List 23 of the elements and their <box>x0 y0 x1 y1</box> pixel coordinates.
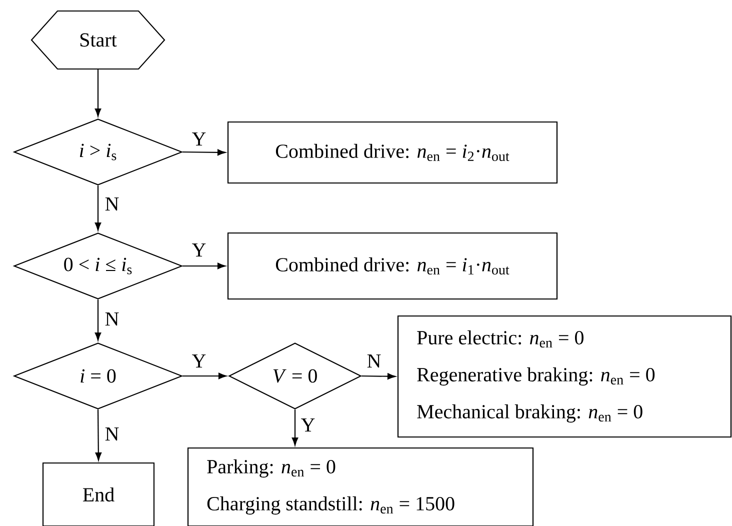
edge-label: Y <box>192 243 206 257</box>
edge-label: N <box>105 312 119 326</box>
arrow <box>94 186 102 231</box>
process-box: Parking: n$_{en}$ = 0 Charging standstill: n$_{en}$ = 1500 <box>187 447 534 526</box>
arrow <box>182 262 226 270</box>
arrow <box>362 373 396 380</box>
end-box: End <box>42 462 155 526</box>
process-box: Combined drive: n$_{en}$ = i$_{1}$·n$_{out}$ <box>227 232 558 300</box>
edge-label: Y <box>301 418 315 432</box>
arrow <box>95 410 102 461</box>
edge-label: Y <box>192 132 206 146</box>
edge-label: N <box>105 427 119 441</box>
arrow <box>182 372 227 380</box>
process-box: Pure electric: n$_{en}$ = 0 Regenerative braking: n$_{en}$ = 0 Mechanical braking: n$_{en}$ = 0 <box>397 315 732 438</box>
edge-label: N <box>367 354 381 368</box>
start-terminal: Start <box>30 10 166 70</box>
arrow <box>292 410 298 446</box>
arrow <box>182 149 226 156</box>
process-box: Combined drive: n$_{en}$ = i$_{2}$·n$_{out}$ <box>227 121 558 184</box>
arrow <box>94 70 102 117</box>
edge-label: N <box>105 197 119 211</box>
edge-label: Y <box>192 354 206 368</box>
arrow <box>94 300 102 341</box>
